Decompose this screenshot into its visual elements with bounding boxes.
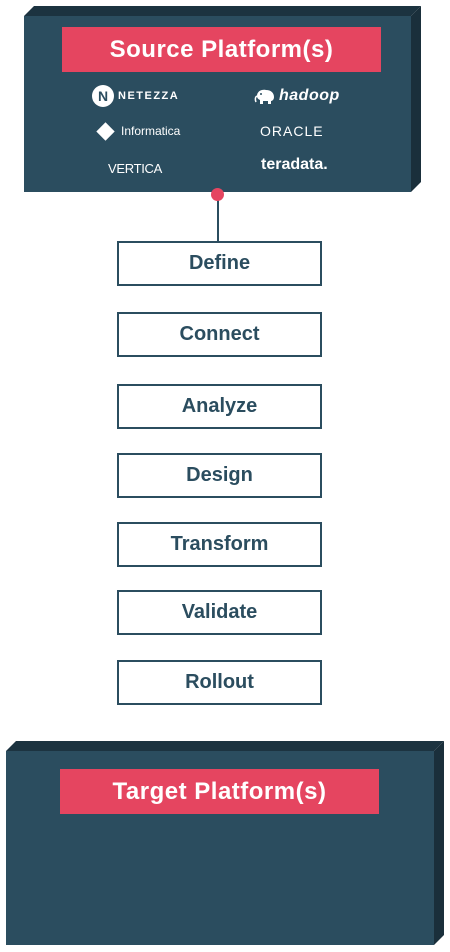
source-box-side-edge	[411, 6, 421, 192]
step-design: Design	[117, 453, 322, 498]
step-connect: Connect	[117, 312, 322, 357]
step-transform: Transform	[117, 522, 322, 567]
teradata-logo: teradata.	[261, 154, 328, 176]
hadoop-elephant-icon	[254, 89, 274, 104]
connector-line	[217, 195, 219, 243]
vertica-label: VERTICA	[108, 160, 163, 176]
informatica-label: Informatica	[121, 124, 181, 138]
vertica-logo: VERTICA	[108, 157, 162, 179]
step-rollout: Rollout	[117, 660, 322, 705]
hadoop-label: hadoop	[279, 87, 340, 104]
connector-dot	[211, 188, 224, 201]
netezza-logo: N NETEZZA	[92, 84, 179, 108]
target-platform-title: Target Platform(s)	[60, 769, 379, 814]
netezza-mark: N	[92, 85, 114, 107]
informatica-logo: Informatica	[95, 120, 180, 142]
oracle-label: ORACLE	[260, 123, 324, 139]
hadoop-logo: hadoop	[254, 84, 340, 108]
oracle-logo: ORACLE	[260, 121, 324, 141]
source-platform-title: Source Platform(s)	[62, 27, 381, 72]
netezza-label: NETEZZA	[118, 90, 180, 102]
step-analyze: Analyze	[117, 384, 322, 429]
step-define: Define	[117, 241, 322, 286]
teradata-label: teradata.	[261, 156, 328, 173]
informatica-diamond-icon	[96, 121, 115, 141]
source-box-top-edge	[24, 6, 421, 16]
target-box-side-edge	[434, 741, 444, 945]
step-validate: Validate	[117, 590, 322, 635]
target-box-top-edge	[6, 741, 444, 751]
